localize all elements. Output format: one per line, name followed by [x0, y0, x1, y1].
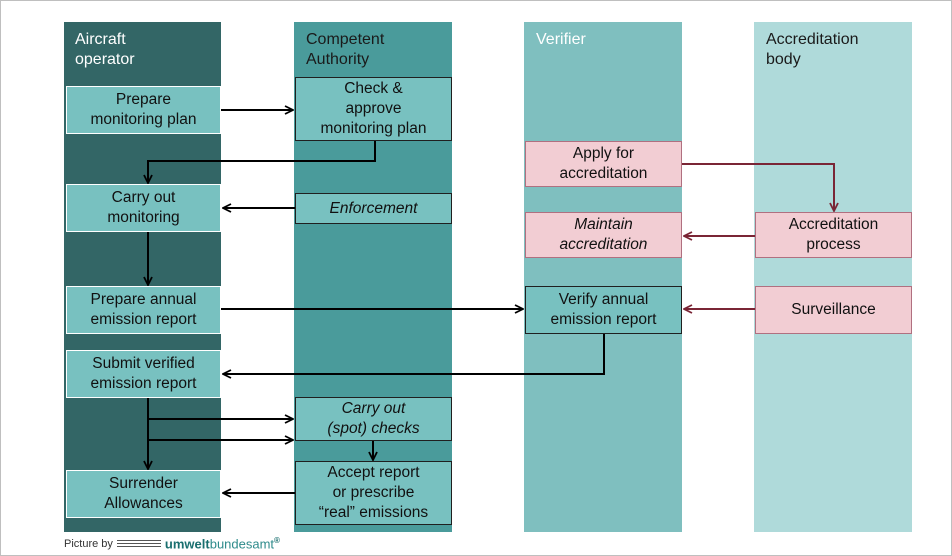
lane-title-verifier: Verifier — [536, 31, 586, 48]
lane-verifier — [524, 22, 682, 532]
picture-credit: Picture by umweltbundesamt® — [64, 536, 280, 551]
box-label: Apply for accreditation — [559, 145, 648, 182]
box-label: Accept report or prescribe “real” emissi… — [318, 464, 429, 521]
box-carry-out-spot-checks: Carry out (spot) checks — [295, 397, 452, 441]
box-label: Prepare annual emission report — [90, 291, 197, 328]
box-label: Surrender Allowances — [104, 475, 183, 512]
box-carry-out-monitoring: Carry out monitoring — [66, 184, 221, 232]
box-accreditation-process: Accreditation process — [755, 212, 912, 258]
lane-title-competent-authority: Competent Authority — [306, 31, 385, 68]
box-label: Surveillance — [791, 301, 876, 318]
umweltbundesamt-logo-icon — [116, 539, 161, 548]
arrow-verified-report-back — [224, 334, 605, 374]
box-enforcement: Enforcement — [295, 193, 452, 224]
box-maintain-accreditation: Maintain accreditation — [525, 212, 682, 258]
credit-prefix: Picture by — [64, 537, 113, 550]
logo-part-b: bundesamt — [209, 536, 275, 552]
arrow-approved-plan-back — [148, 141, 376, 182]
box-surrender-allowances: Surrender Allowances — [66, 470, 221, 518]
box-prepare-annual-report: Prepare annual emission report — [66, 286, 221, 334]
box-check-approve-plan: Check & approve monitoring plan — [295, 77, 452, 141]
box-accept-report: Accept report or prescribe “real” emissi… — [295, 461, 452, 525]
box-label: Maintain accreditation — [559, 216, 648, 253]
box-surveillance: Surveillance — [755, 286, 912, 334]
lane-title-accreditation-body: Accreditation body — [766, 31, 859, 68]
box-label: Check & approve monitoring plan — [320, 80, 427, 137]
box-label: Carry out monitoring — [107, 189, 180, 226]
box-label: Enforcement — [329, 199, 418, 217]
box-label: Submit verified emission report — [90, 355, 197, 392]
logo-part-a: umwelt — [164, 536, 210, 552]
box-apply-accreditation: Apply for accreditation — [525, 141, 682, 187]
lane-accreditation-body — [754, 22, 912, 532]
logo-mark: ® — [274, 536, 280, 545]
box-prepare-monitoring-plan: Prepare monitoring plan — [66, 86, 221, 134]
box-submit-verified-report: Submit verified emission report — [66, 350, 221, 398]
umweltbundesamt-logo: umweltbundesamt® — [165, 536, 280, 551]
box-label: Carry out (spot) checks — [327, 400, 420, 437]
box-label: Prepare monitoring plan — [90, 91, 197, 128]
box-label: Verify annual emission report — [550, 291, 657, 328]
lane-title-aircraft-operator: Aircraft operator — [75, 31, 135, 68]
arrow-apply-to-accreditation — [682, 163, 834, 210]
box-verify-annual-report: Verify annual emission report — [525, 286, 682, 334]
box-label: Accreditation process — [788, 216, 879, 253]
